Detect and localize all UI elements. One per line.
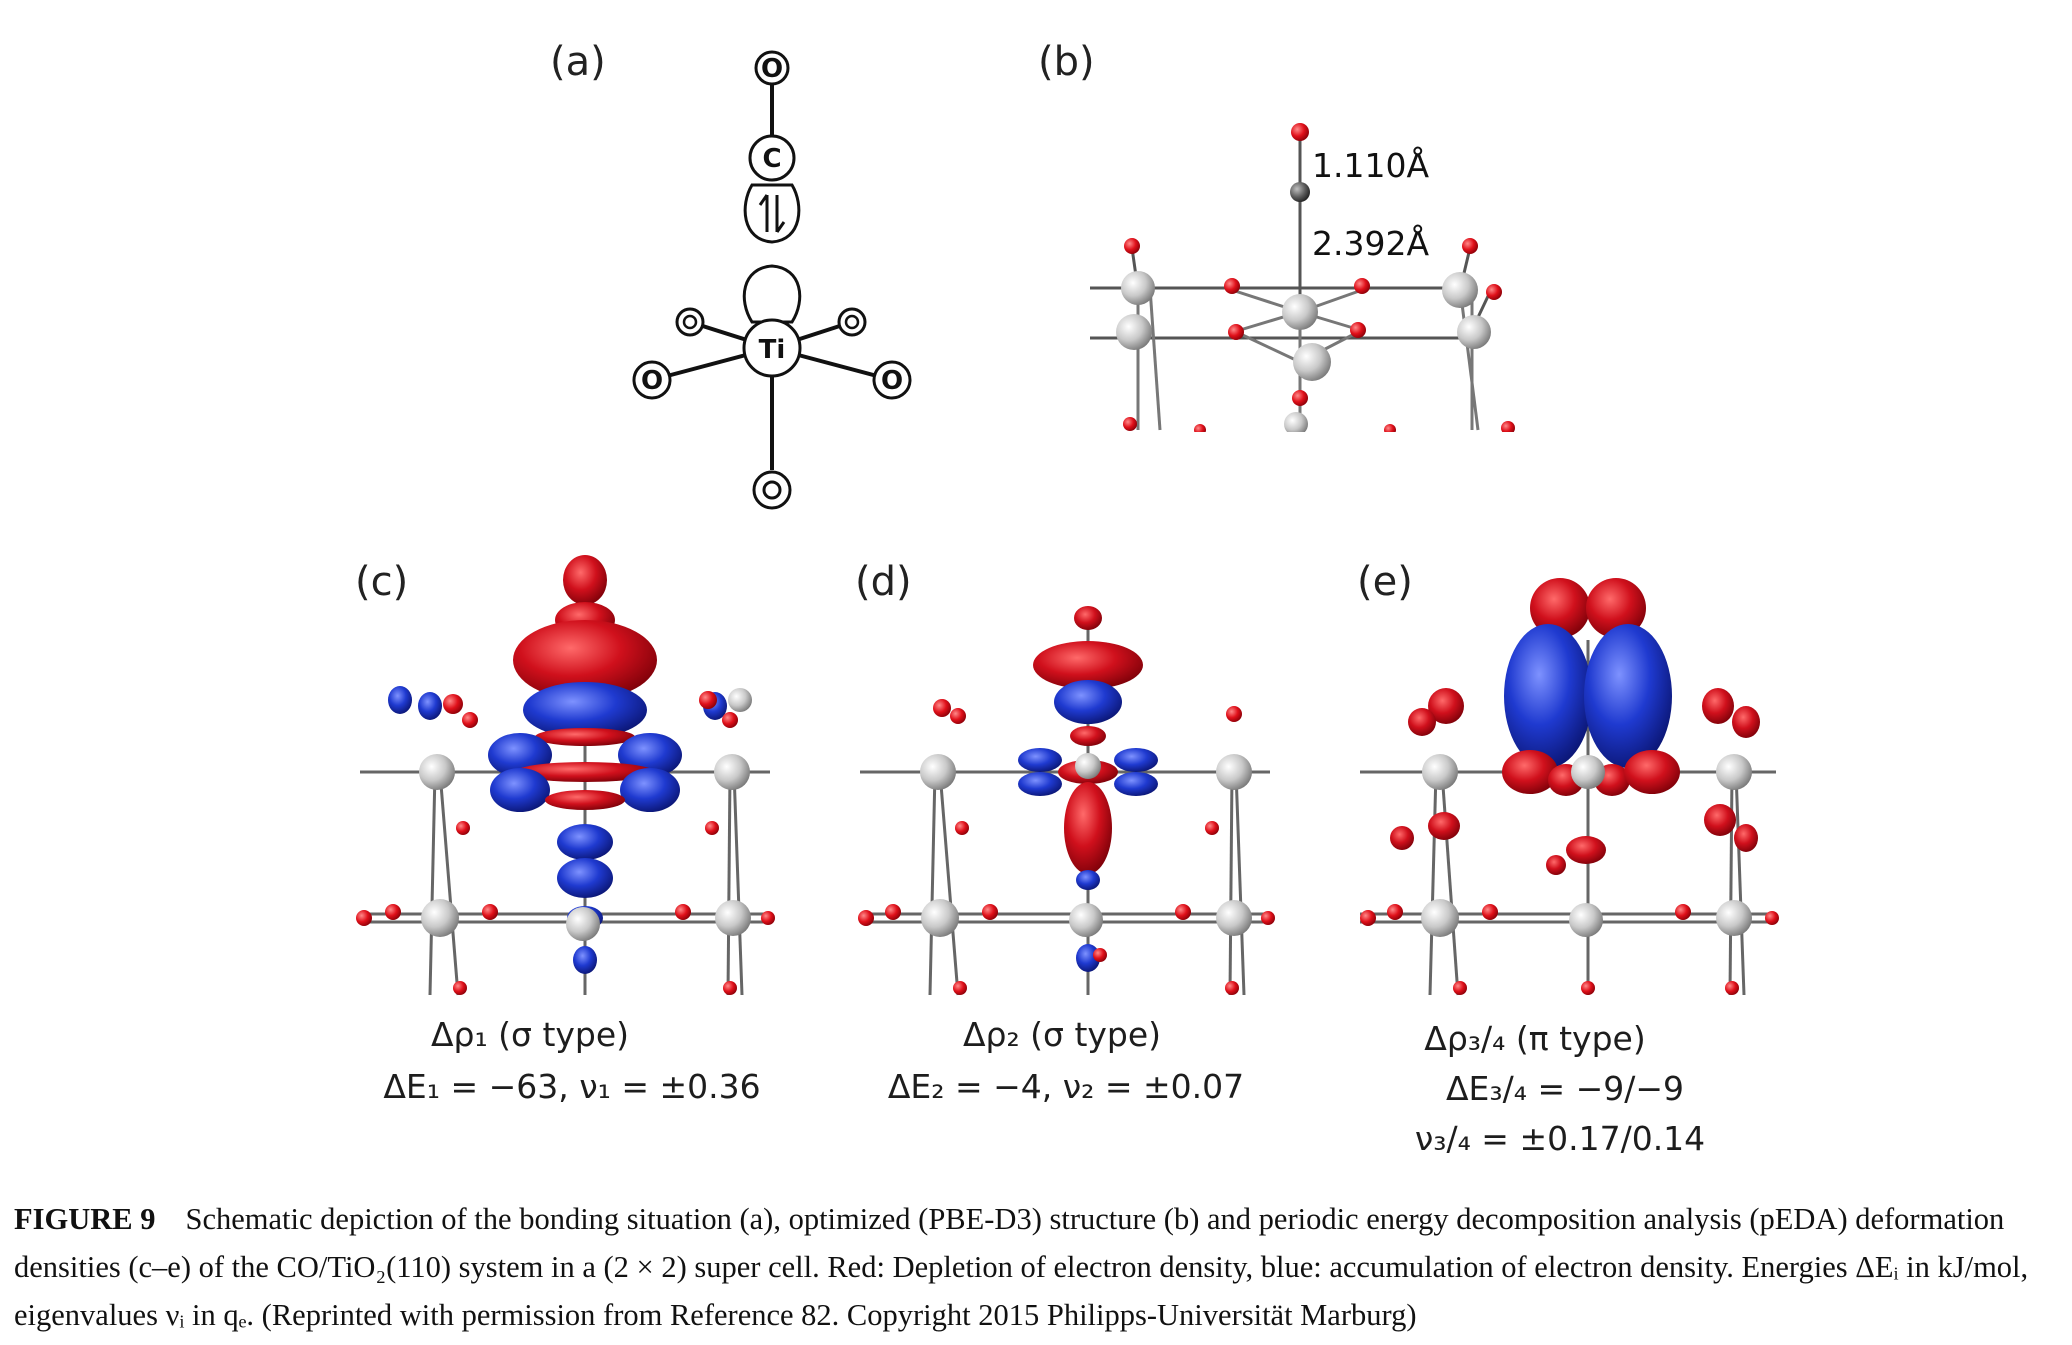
atom-o-top: O	[761, 54, 783, 84]
bond-length-co: 1.110Å	[1312, 145, 1429, 185]
atom-o-left: O	[641, 366, 663, 396]
panel-c-density: (c)	[355, 555, 775, 1106]
panel-e-caption-line2: ΔE₃/₄ = −9/−9	[1446, 1069, 1684, 1108]
panel-a-label: (a)	[550, 39, 606, 85]
panel-d-caption-line2: ΔE₂ = −4, ν₂ = ±0.07	[888, 1067, 1244, 1106]
panel-d-caption-line1: Δρ₂ (σ type)	[963, 1015, 1161, 1054]
panel-e-caption-line1: Δρ₃/₄ (π type)	[1424, 1019, 1645, 1058]
panel-c-label: (c)	[355, 559, 408, 605]
figure-caption-text: Schematic depiction of the bonding situa…	[14, 1202, 2029, 1332]
atom-ti: Ti	[759, 335, 786, 365]
atom-o-right: O	[881, 366, 903, 396]
panel-e-density: (e)	[1357, 559, 1779, 1158]
panel-e-label: (e)	[1357, 559, 1413, 605]
panel-b-label: (b)	[1038, 39, 1095, 85]
panel-d-density: (d)	[855, 559, 1275, 1106]
panel-b-structure: (b)	[1038, 39, 1520, 462]
figure-artwork: (a) O C Ti O O (	[355, 39, 1779, 1158]
panel-a-schematic: (a) O C Ti O O	[550, 39, 912, 510]
bond-length-ti-c: 2.392Å	[1312, 223, 1429, 263]
panel-c-caption-line2: ΔE₁ = −63, ν₁ = ±0.36	[383, 1067, 760, 1106]
panel-e-caption-line3: ν₃/₄ = ±0.17/0.14	[1415, 1119, 1705, 1158]
panel-c-caption-line1: Δρ₁ (σ type)	[431, 1015, 629, 1054]
atom-c: C	[762, 144, 781, 174]
panel-d-label: (d)	[855, 559, 912, 605]
figure-number: FIGURE 9	[14, 1202, 156, 1236]
